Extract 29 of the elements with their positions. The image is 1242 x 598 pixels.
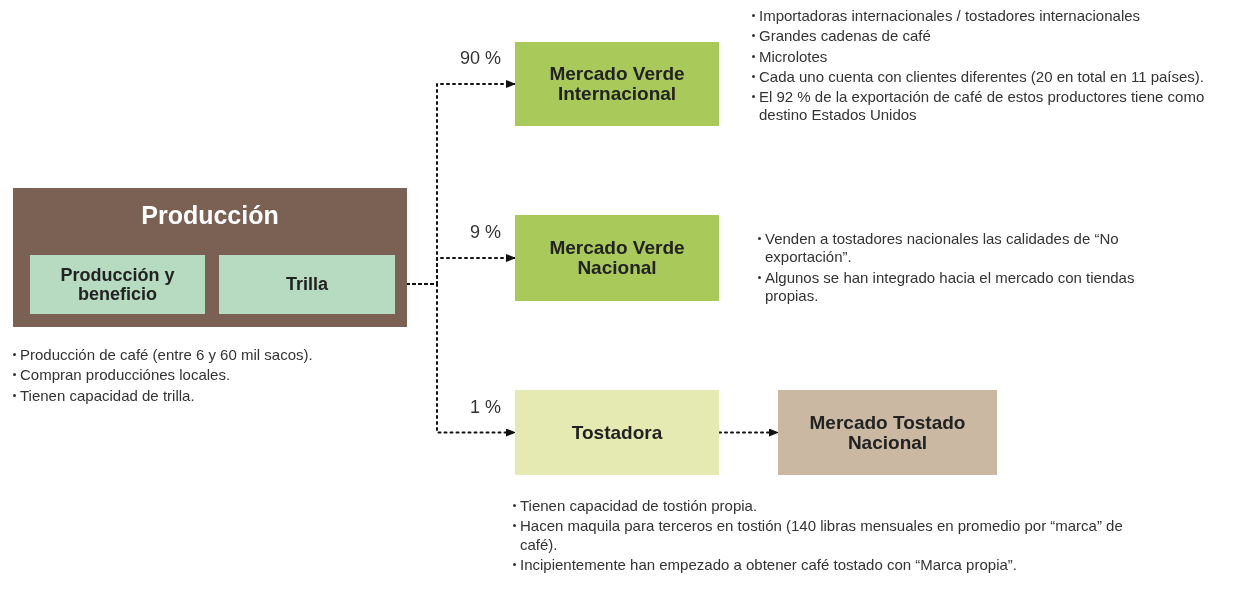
box-title: Producción	[141, 202, 279, 229]
box-title: Trilla	[286, 275, 328, 294]
bullet-note: Microlotes	[759, 47, 828, 66]
box-title: Tostadora	[571, 422, 663, 443]
bullet-note: Grandes cadenas de café	[759, 27, 931, 46]
sub-process-box	[30, 255, 205, 314]
market-box	[515, 215, 719, 301]
bullet-note: Tienen capacidad de tostión propia.	[520, 497, 758, 516]
market-box	[515, 42, 719, 126]
bullet-note: Venden a tostadores nacionales las calidades de “No exportación”.	[765, 230, 1120, 267]
bullet-note: Algunos se han integrado hacia el mercado con tiendas propias.	[765, 268, 1136, 306]
box-title: Mercado Verde Internacional	[548, 64, 686, 104]
bullet-note: El 92 % de la exportación de café de estos productores tiene como destino Estados Unidos	[759, 88, 1206, 125]
sub-process-box	[219, 255, 395, 314]
bullet-note: Compran producciónes locales.	[20, 366, 231, 385]
bullet-note: Hacen maquila para terceros en tostión (140 libras mensuales en promedio por “marca” de café).	[520, 517, 1124, 554]
dotted-arrow	[406, 283, 516, 437]
box-title: Mercado Tostado Nacional	[808, 412, 967, 453]
bullet-note: Producción de café (entre 6 y 60 mil sacos).	[20, 346, 313, 365]
bullet-note: Incipientemente han empezado a obtener café tostado con “Marca propia”.	[520, 555, 1017, 575]
dotted-arrow	[718, 428, 779, 437]
market-box	[515, 390, 719, 475]
box-title: Mercado Verde Nacional	[548, 238, 686, 278]
box-title: Producción y beneficio	[59, 265, 176, 304]
bullet-note: Importadoras internacionales / tostadores internacionales	[759, 7, 1141, 26]
bullet-note: Tienen capacidad de trilla.	[20, 386, 195, 405]
stage-box	[13, 188, 407, 327]
market-box	[778, 390, 997, 475]
bullet-note: Cada uno cuenta con clientes diferentes (20 en total en 11 países).	[759, 67, 1204, 87]
